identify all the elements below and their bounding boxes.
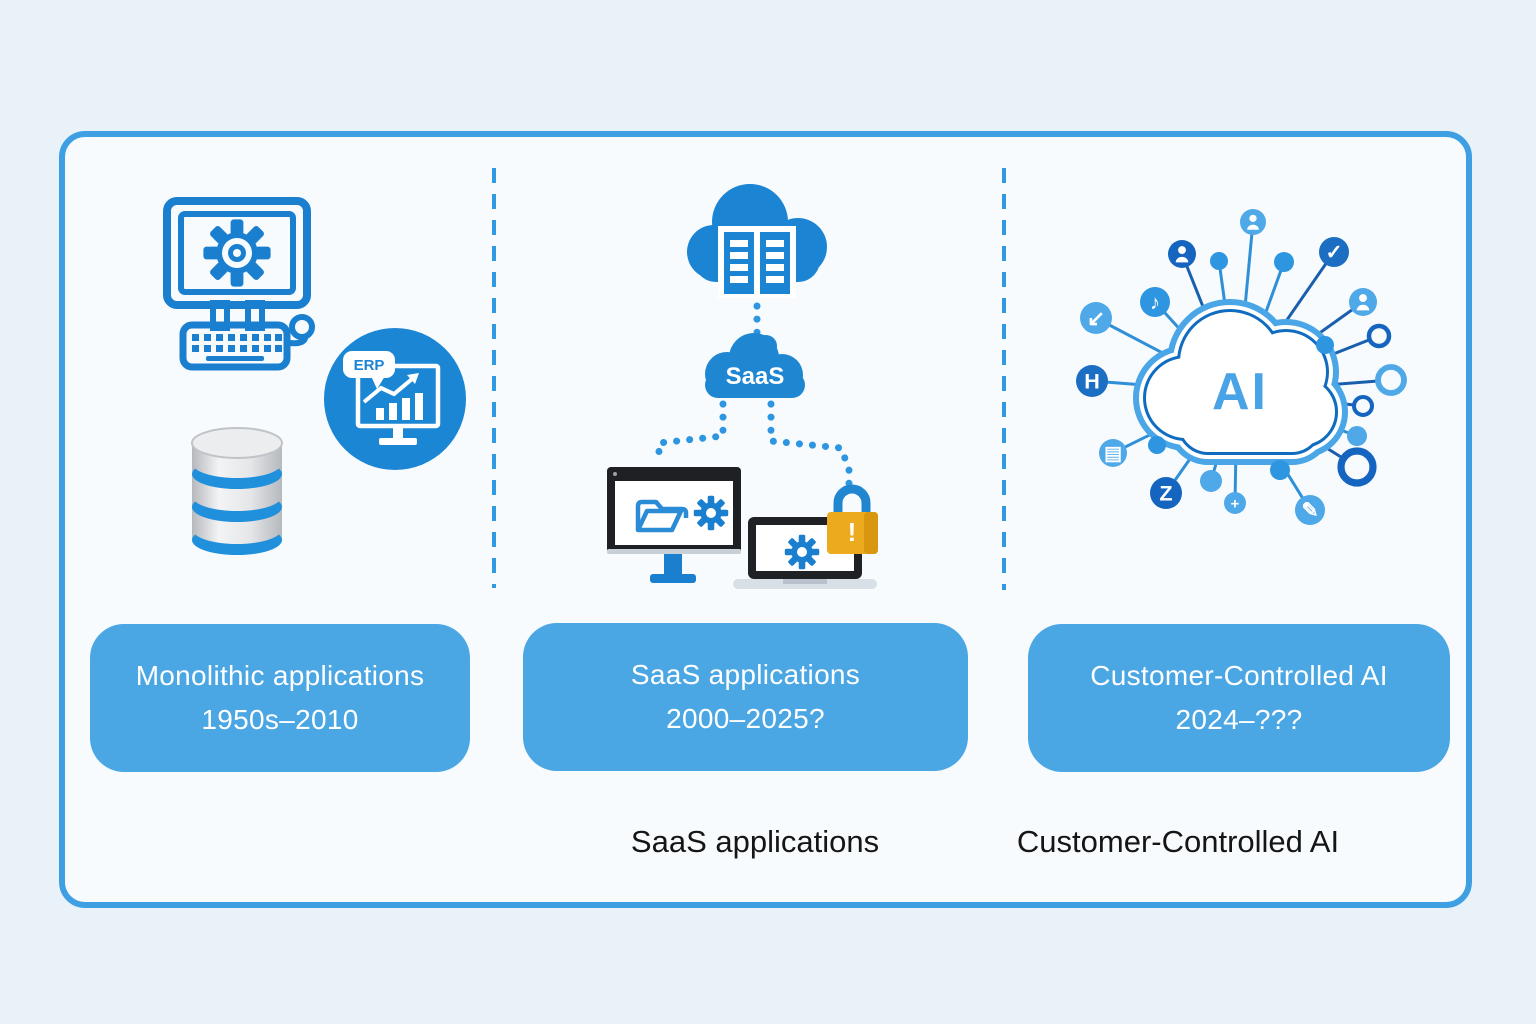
desktop-computer-icon [163, 197, 315, 371]
svg-text:✓: ✓ [1326, 242, 1343, 264]
dot-node-5 [1148, 436, 1166, 454]
book-node: ▤ [1099, 439, 1127, 467]
svg-text:✎: ✎ [1302, 500, 1319, 522]
target-node [1337, 447, 1377, 487]
erp-badge-icon: ERP [324, 328, 466, 470]
user-node [1240, 209, 1266, 235]
saas-cloud-label: SaaS [726, 363, 785, 390]
svg-text:▤: ▤ [1104, 444, 1122, 465]
dotted-connectors [655, 302, 853, 490]
plus-node: + [1224, 492, 1246, 514]
dot-node-2 [1274, 252, 1294, 272]
svg-text:↙: ↙ [1087, 306, 1105, 331]
music-node: ♪ [1140, 287, 1170, 317]
droplet-node [1200, 470, 1222, 492]
ring-node-2 [1375, 364, 1407, 396]
era-title: SaaS applications [630, 659, 861, 690]
era-box-saas: SaaS applications 2000–2025? [523, 623, 968, 771]
ai-cloud-icon: AI [1146, 312, 1335, 452]
svg-text:H: H [1084, 369, 1100, 394]
gear-icon [784, 534, 820, 570]
bridge-node: H [1076, 365, 1108, 397]
era-box-ai: Customer-Controlled AI 2024–??? [1028, 624, 1450, 772]
era-period: 1950s–2010 [201, 704, 359, 735]
era-period: 2024–??? [1175, 704, 1303, 735]
caption-customer-controlled-ai: Customer-Controlled AI [1016, 824, 1340, 859]
ring-node-3 [1351, 394, 1375, 418]
ai-network-nodes: ✓ ♪ ↙ H ✎ + Z ▤ [1076, 209, 1407, 525]
era-box-monolithic: Monolithic applications 1950s–2010 [90, 624, 470, 772]
cloud-servers-icon [687, 184, 827, 298]
ring-node-1 [1366, 323, 1392, 349]
ai-cloud-label: AI [1212, 363, 1268, 421]
era-title: Customer-Controlled AI [1090, 660, 1388, 691]
dot-node-1 [1210, 252, 1228, 270]
lock-alert-mark: ! [848, 517, 857, 547]
desktop-monitor-icon [607, 467, 741, 583]
pencil-node: ✎ [1295, 495, 1325, 525]
mouse-icon [288, 314, 315, 347]
era-period: 2000–2025? [666, 703, 825, 734]
dot-node-3 [1316, 336, 1334, 354]
svg-text:Z: Z [1159, 481, 1172, 506]
arrow-node: ↙ [1080, 302, 1112, 334]
caption-saas: SaaS applications [630, 824, 880, 859]
person-node-2 [1349, 288, 1377, 316]
padlock-icon: ! [827, 484, 878, 554]
erp-speech-bubble: ERP [343, 351, 395, 389]
agent-node [1168, 240, 1196, 268]
z-node: Z [1150, 477, 1182, 509]
check-node: ✓ [1319, 237, 1349, 267]
database-icon [191, 427, 283, 555]
gear-icon [203, 219, 271, 287]
svg-text:♪: ♪ [1150, 292, 1160, 314]
era-title: Monolithic applications [135, 660, 425, 691]
erp-badge-label: ERP [354, 357, 385, 374]
gear-icon [693, 495, 729, 531]
dot-node-6 [1270, 460, 1290, 480]
svg-text:+: + [1231, 496, 1240, 512]
keyboard-icon [179, 321, 291, 371]
saas-cloud-icon: SaaS [705, 333, 805, 398]
folder-icon [635, 499, 689, 533]
dot-node-4 [1347, 426, 1367, 446]
